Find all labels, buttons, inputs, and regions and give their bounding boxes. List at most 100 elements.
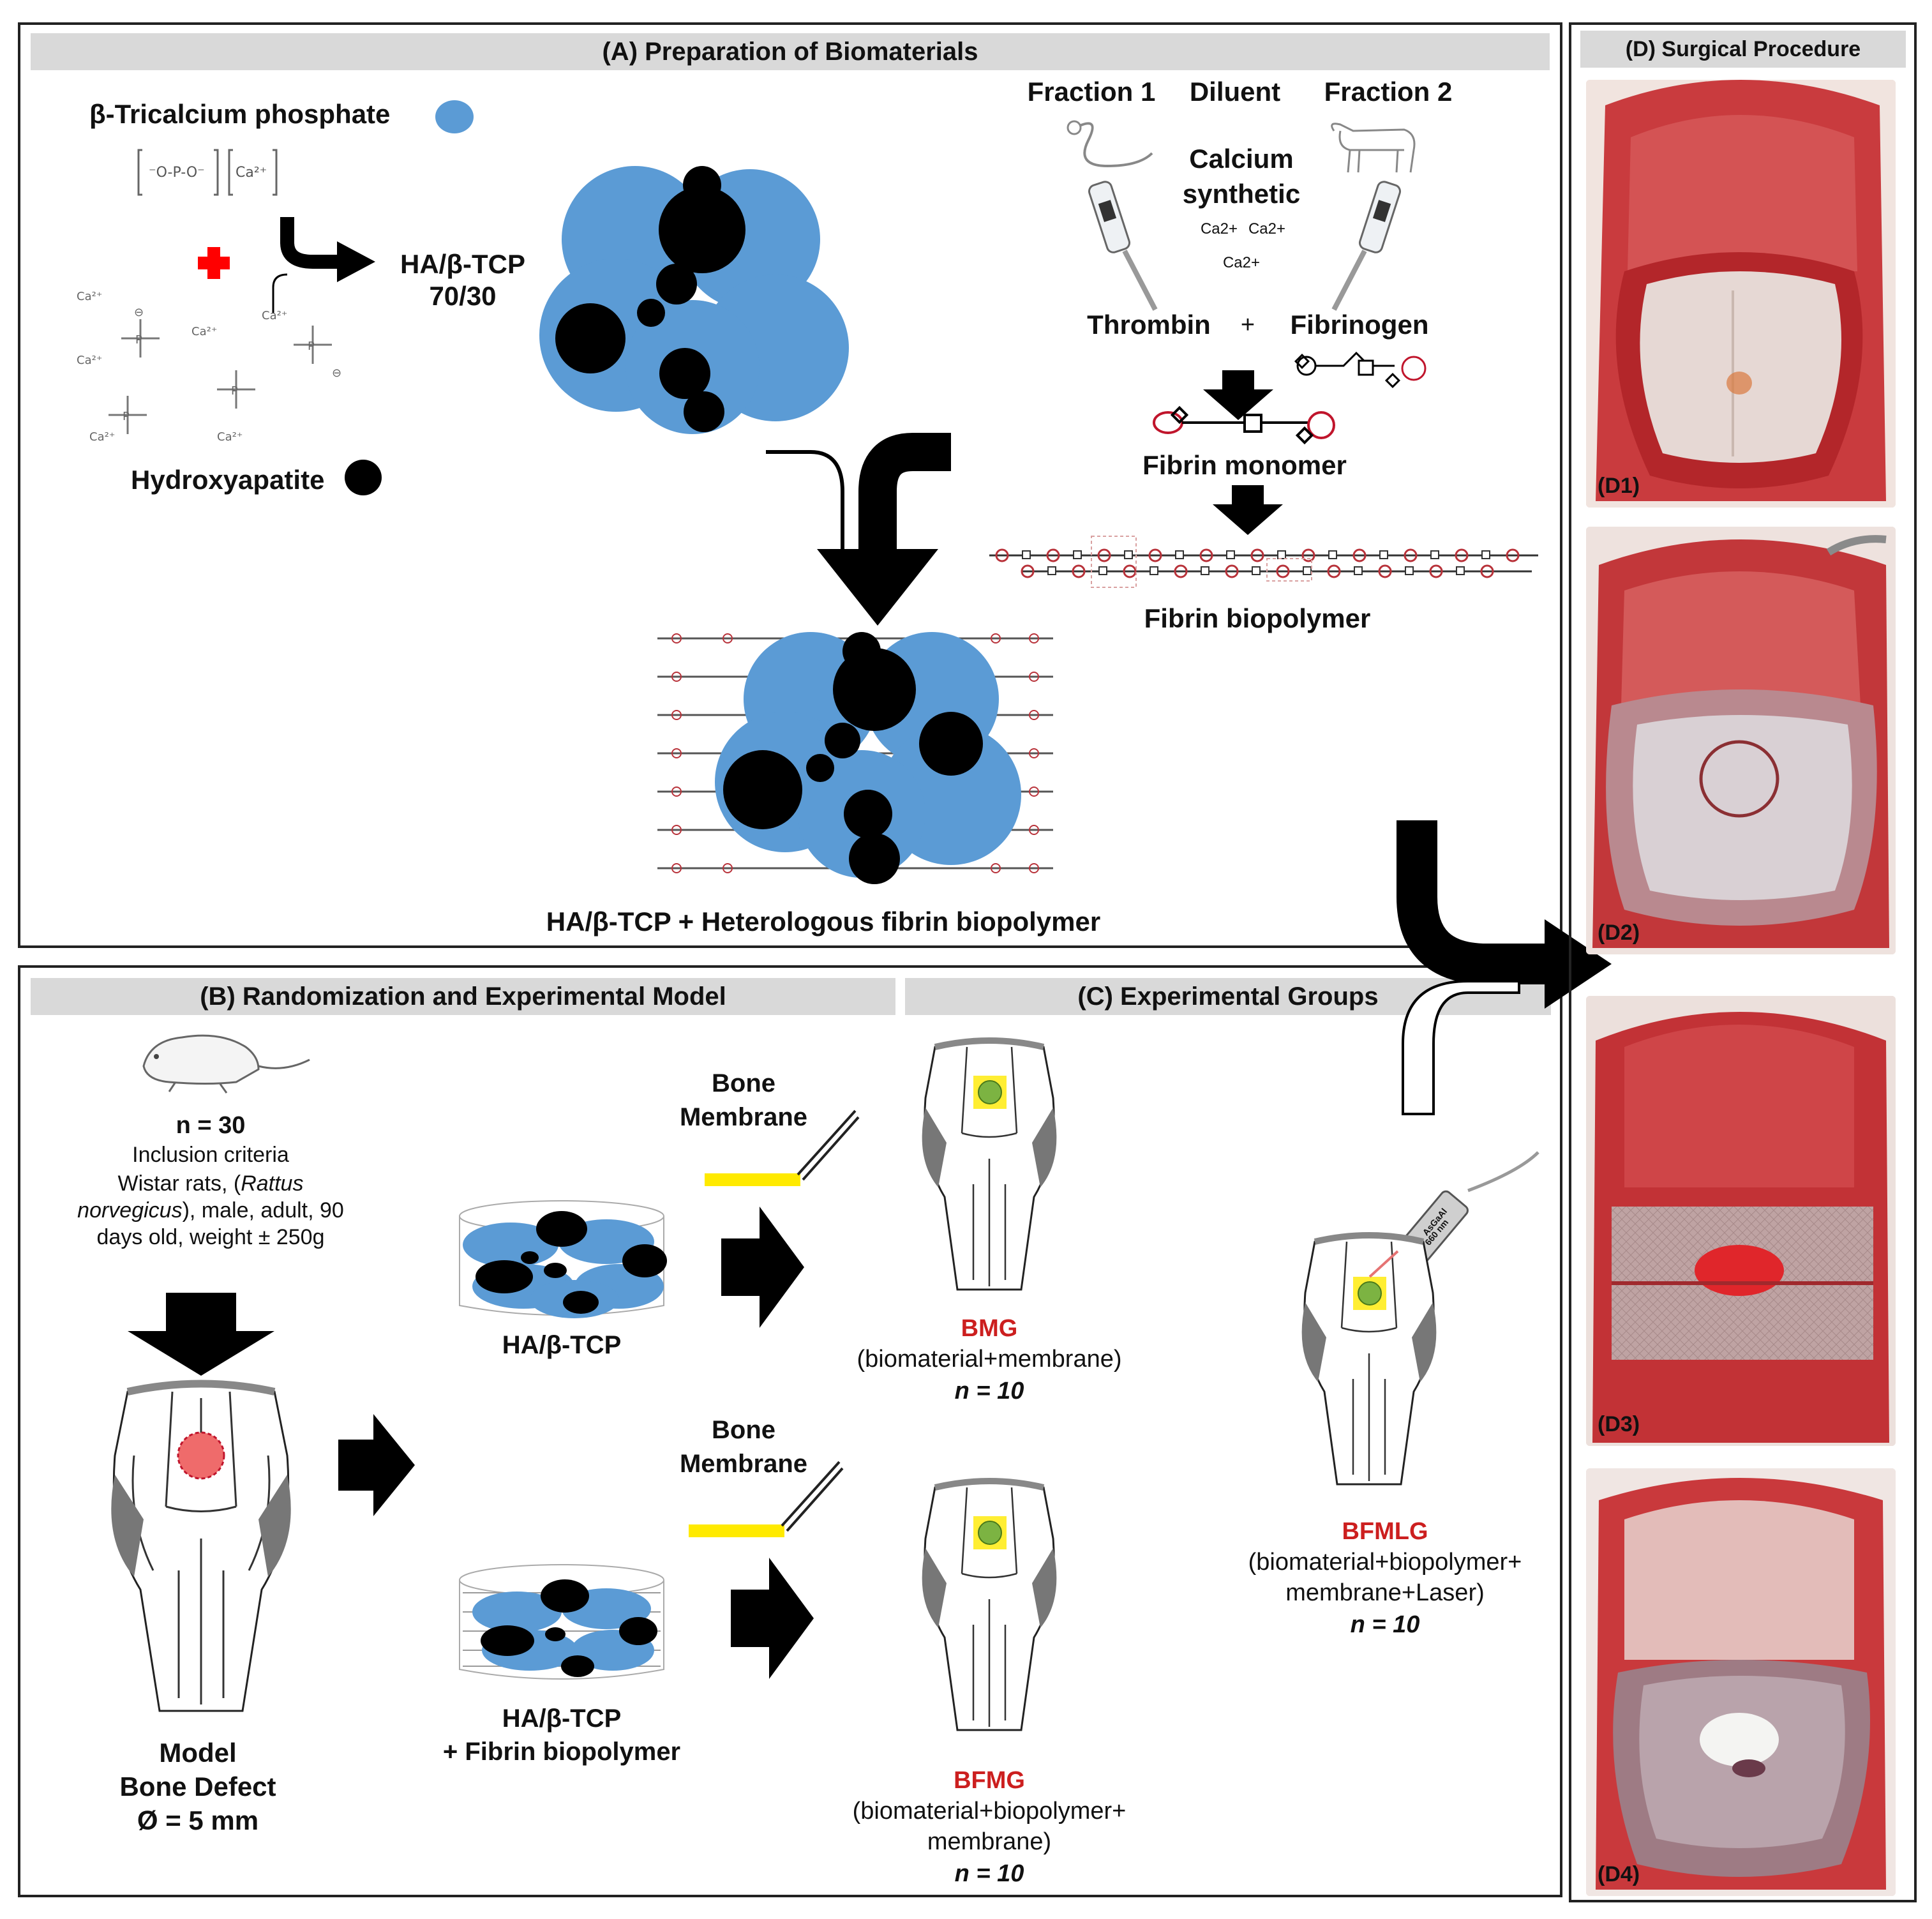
fibrin-monomer-molecule [1153,405,1335,445]
tcp-legend-dot [435,100,474,133]
fibrin-monomer-label: Fibrin monomer [1142,450,1347,480]
thrombin-label: Thrombin [1087,310,1211,340]
svg-text:Ca²⁺: Ca²⁺ [236,165,267,181]
composite-scaffold [657,632,1053,884]
photo-d2-drawing [1586,527,1896,954]
photo-d2: (D2) [1586,527,1896,954]
tcp-formula: ⁻O-P-O⁻ Ca²⁺ [137,149,278,196]
down-arrow-b-icon [128,1293,274,1376]
svg-text:Ca²⁺: Ca²⁺ [191,325,217,338]
photo-d4: (D4) [1586,1468,1896,1896]
photo-d3: (D3) [1586,996,1896,1446]
photo-d3-label: (D3) [1598,1412,1640,1436]
photo-d4-drawing [1586,1468,1896,1896]
hatcp-fibrin-cylinder [459,1564,664,1680]
right-arrow-b-icon [338,1414,415,1516]
merge-arrow-d-icon [1397,820,1612,1115]
diluent-label: Diluent [1189,77,1281,107]
hatcp-fibrin-label-2: + Fibrin biopolymer [442,1738,681,1766]
svg-text:⁻O-P-O⁻: ⁻O-P-O⁻ [149,165,205,181]
fibrinogen-label: Fibrinogen [1290,310,1429,340]
group-bfmg-n: n = 10 [954,1860,1024,1887]
ca-ion-3: Ca2+ [1222,254,1261,271]
n-total: n = 30 [176,1112,246,1139]
plus-sign: + [1240,312,1255,338]
panel-a [18,22,1562,948]
photo-d1: (D1) [1586,80,1896,508]
pipette-left-icon [1088,181,1158,311]
bone-membrane-1-line1: Bone [712,1069,775,1097]
bone-defect-label: Bone Defect [119,1772,276,1802]
composite-label: HA/β-TCP + Heterologous fibrin biopolyme… [546,907,1101,937]
calcium-label-1: Calcium [1189,144,1294,174]
criteria-text: Wistar rats, (Rattus norvegicus), male, … [38,1170,383,1251]
svg-text:Ca²⁺: Ca²⁺ [262,309,287,322]
skull-model [111,1380,291,1712]
model-label: Model [159,1738,237,1768]
panel-d-title: (D) Surgical Procedure [1580,31,1906,68]
buffalo-icon [1331,123,1416,173]
down-arrow-2-icon [1213,485,1283,535]
ca-ion-1: Ca2+ [1200,220,1238,237]
mix-label-2: 70/30 [429,281,497,311]
down-arrow-1-icon [1203,370,1273,420]
hatcp-cylinder [459,1200,667,1318]
bone-membrane-1-line2: Membrane [679,1103,808,1131]
curved-arrow-icon [272,217,375,313]
group-bmg-n: n = 10 [954,1378,1024,1404]
criteria-italic-2: norvegicus [77,1198,183,1223]
mix-label-1: HA/β-TCP [400,249,525,279]
group-bfmg-desc-2: membrane) [927,1828,1052,1855]
group-bfmg-desc-1: (biomaterial+biopolymer+ [852,1798,1127,1825]
pipette-right-icon [1331,181,1402,311]
plus-icon [198,247,230,279]
membrane-forceps-2 [689,1461,844,1537]
bone-membrane-2-line1: Bone [712,1416,775,1444]
ha-formula: Ca²⁺⊖P Ca²⁺Ca²⁺P Ca²⁺PP Ca²⁺⊖Ca²⁺ [77,290,341,444]
fraction1-label: Fraction 1 [1027,77,1156,107]
criteria-line3: days old, weight ± 250g [96,1225,325,1249]
panel-d [1569,22,1917,1902]
group-bfmlg-desc-1: (biomaterial+biopolymer+ [1248,1549,1522,1576]
ha-label: Hydroxyapatite [131,465,325,495]
calcium-label-2: synthetic [1182,179,1301,209]
snake-icon [1067,120,1153,168]
inclusion-criteria: Inclusion criteria [132,1143,289,1167]
svg-text:⊖: ⊖ [134,306,144,319]
fibrinogen-molecule [1294,351,1427,389]
photo-d4-label: (D4) [1598,1862,1640,1886]
svg-text:P: P [135,333,142,347]
svg-text:⊖: ⊖ [332,366,341,380]
group-bfmg-name: BFMG [954,1767,1025,1794]
svg-text:Ca²⁺: Ca²⁺ [77,354,102,367]
ha-legend-dot [345,460,382,495]
panel-b-title: (B) Randomization and Experimental Model [31,978,895,1015]
photo-d3-drawing [1586,996,1896,1446]
right-arrow-c2-icon [731,1558,814,1679]
svg-text:Ca²⁺: Ca²⁺ [217,430,243,444]
tcp-label: β-Tricalcium phosphate [89,99,391,129]
photo-d2-label: (D2) [1598,921,1640,945]
hatcp-fibrin-label-1: HA/β-TCP [502,1705,622,1733]
svg-text:Ca²⁺: Ca²⁺ [89,430,115,444]
skull-bfmlg [1301,1232,1437,1486]
svg-text:P: P [231,384,238,398]
skull-bmg [922,1037,1057,1291]
diameter-label: Ø = 5 mm [137,1805,259,1835]
group-bfmlg-n: n = 10 [1350,1611,1420,1638]
criteria-line1: Wistar rats, ( [117,1171,241,1196]
photo-d1-drawing [1586,80,1896,508]
group-bmg-name: BMG [961,1315,1018,1342]
merge-arrow-a-icon [766,433,951,626]
skull-bfmg [922,1478,1057,1731]
hatcp-cluster [539,166,849,434]
fraction2-label: Fraction 2 [1324,77,1453,107]
photo-d1-label: (D1) [1598,474,1640,498]
fibrin-biopolymer-label: Fibrin biopolymer [1144,603,1371,633]
panel-bc [18,965,1562,1897]
membrane-forceps-1 [705,1110,860,1186]
ca-ion-2: Ca2+ [1248,220,1286,237]
panel-a-title: (A) Preparation of Biomaterials [31,33,1550,70]
group-bmg-desc: (biomaterial+membrane) [857,1346,1122,1373]
svg-text:Ca²⁺: Ca²⁺ [77,290,102,303]
